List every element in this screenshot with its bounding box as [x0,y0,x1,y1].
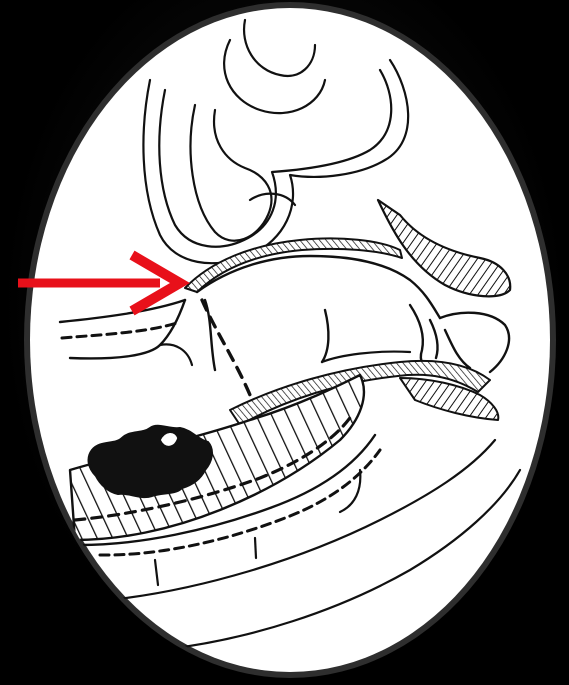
oval-paper [30,8,550,672]
